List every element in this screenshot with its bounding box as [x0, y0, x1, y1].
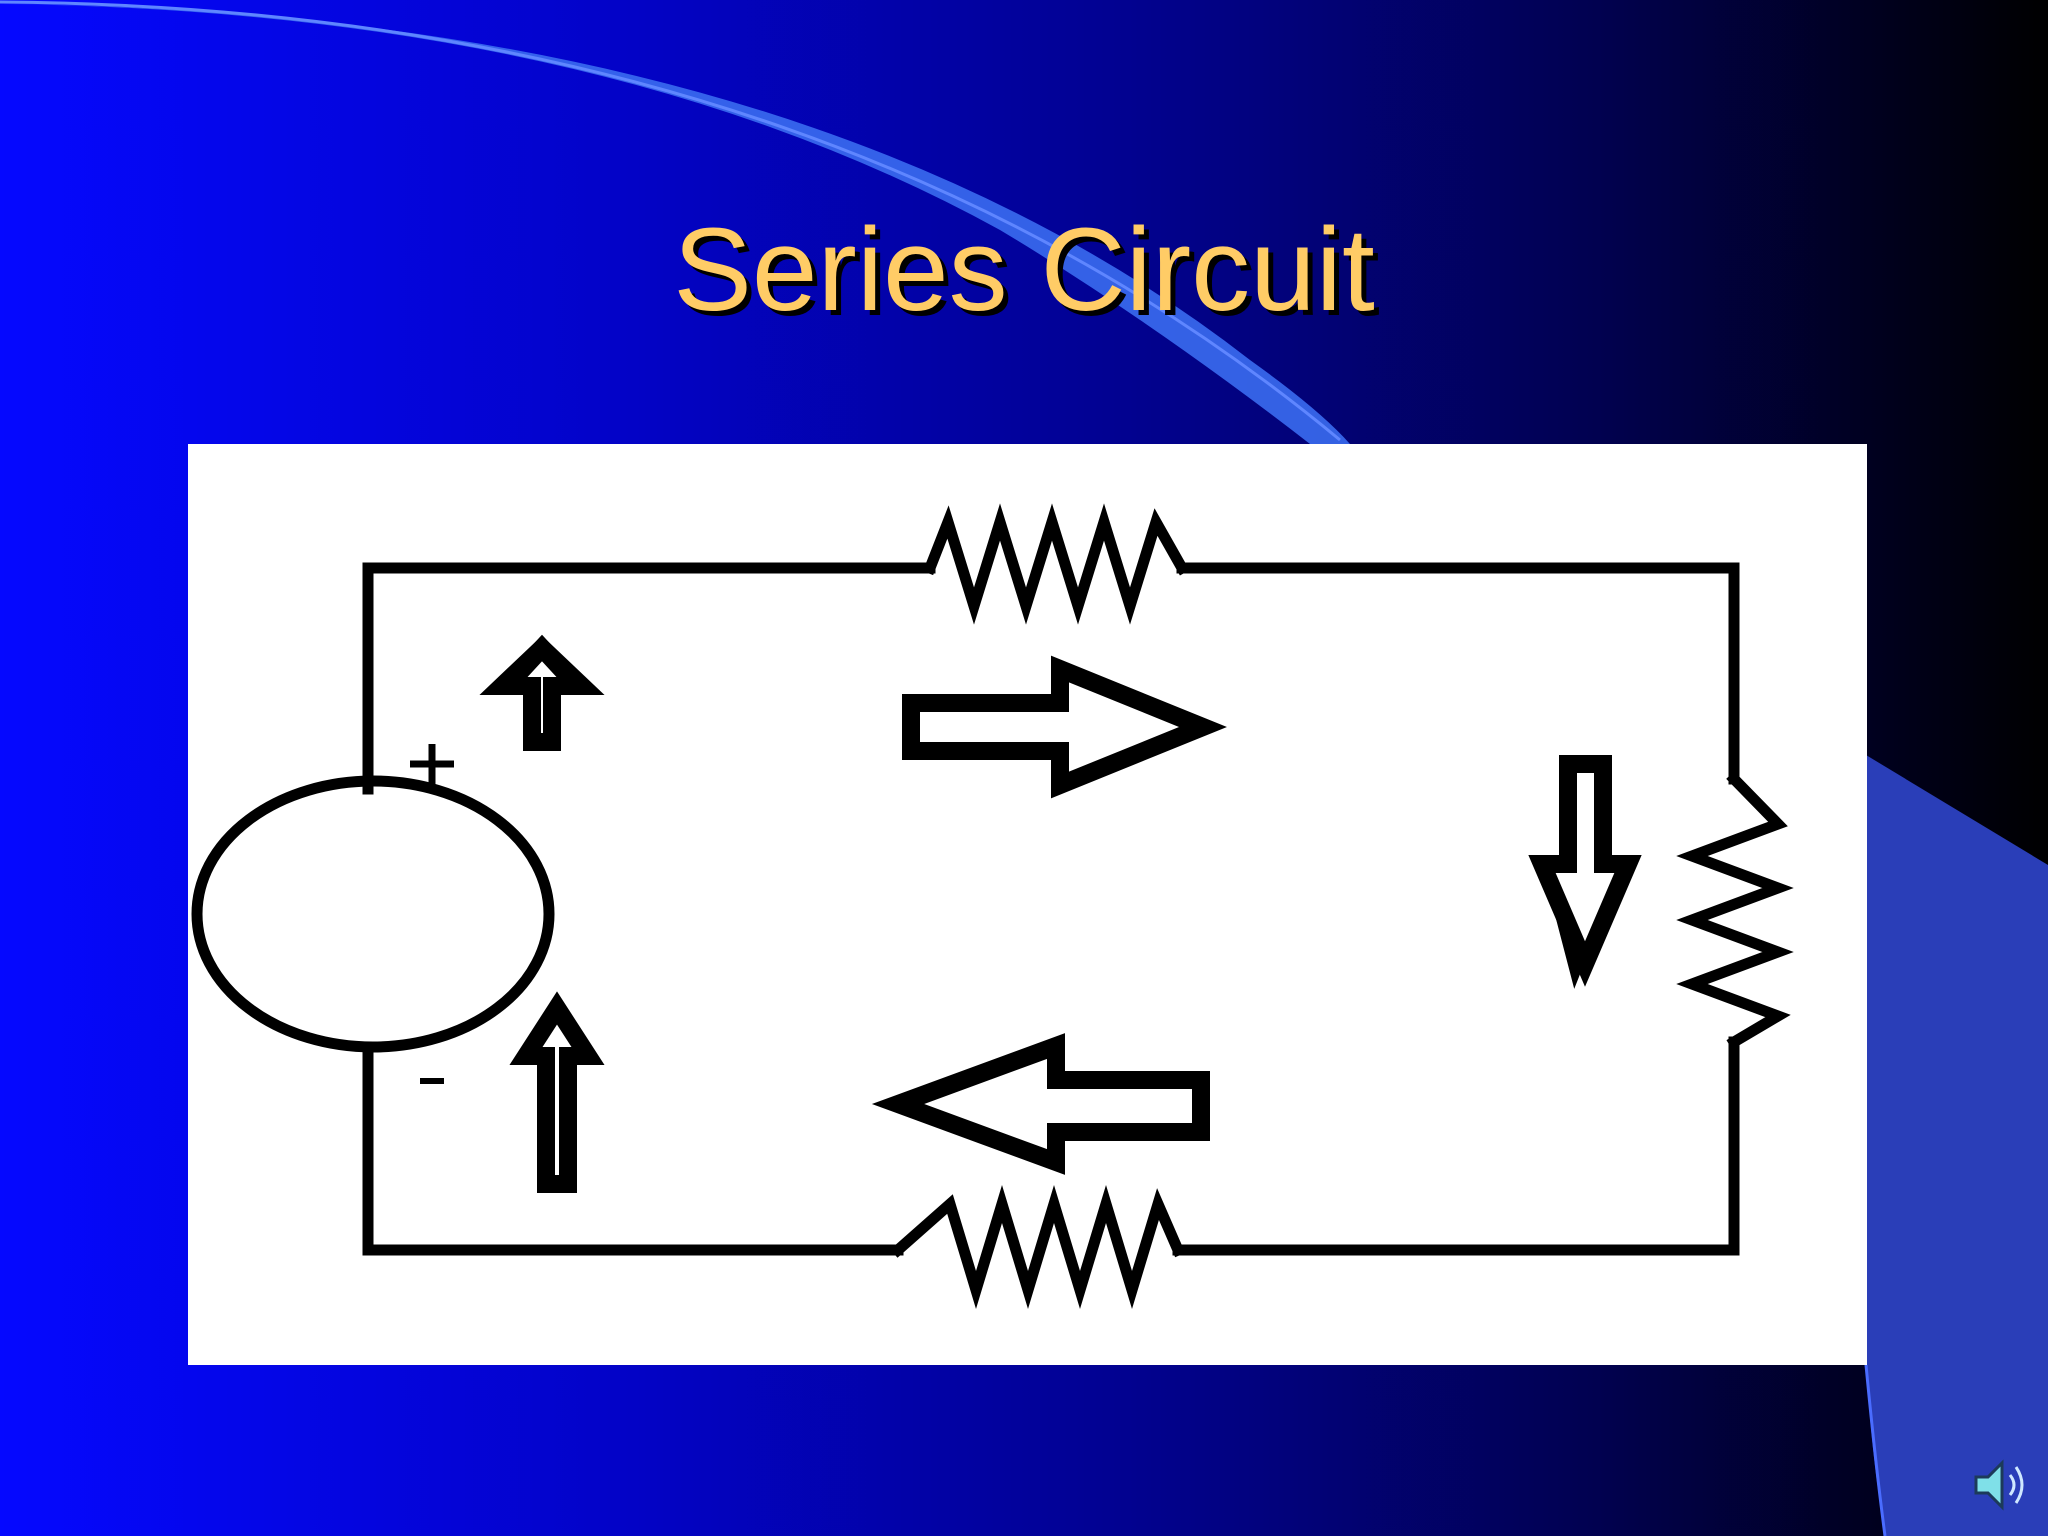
- circuit-diagram-panel: [188, 444, 1867, 1365]
- speaker-icon[interactable]: [1970, 1455, 2030, 1515]
- arrow-down-body: [1528, 755, 1642, 987]
- series-circuit-diagram: [191, 503, 1794, 1310]
- wire-top-left: [362, 562, 936, 795]
- voltage-source: [191, 775, 555, 1053]
- resistor-right: [1676, 771, 1794, 1050]
- wire-top-right: [1176, 562, 1740, 785]
- wire-bottom-left: [362, 1043, 904, 1256]
- plus-sign: [410, 744, 454, 784]
- arrow-left: [871, 1033, 1210, 1175]
- arrow-up-small-body: [486, 634, 598, 751]
- wire-right-bottom: [1172, 1036, 1740, 1256]
- arrow-up-large-body: [509, 991, 605, 1193]
- corner-swoosh-edge: [1864, 1364, 1887, 1536]
- arc-line: [0, 0, 1341, 442]
- arrow-right: [902, 655, 1227, 799]
- resistor-bottom: [890, 1184, 1186, 1310]
- resistor-top: [922, 503, 1190, 625]
- slide-title: Series Circuit: [673, 204, 1375, 336]
- corner-swoosh: [1866, 755, 2048, 1536]
